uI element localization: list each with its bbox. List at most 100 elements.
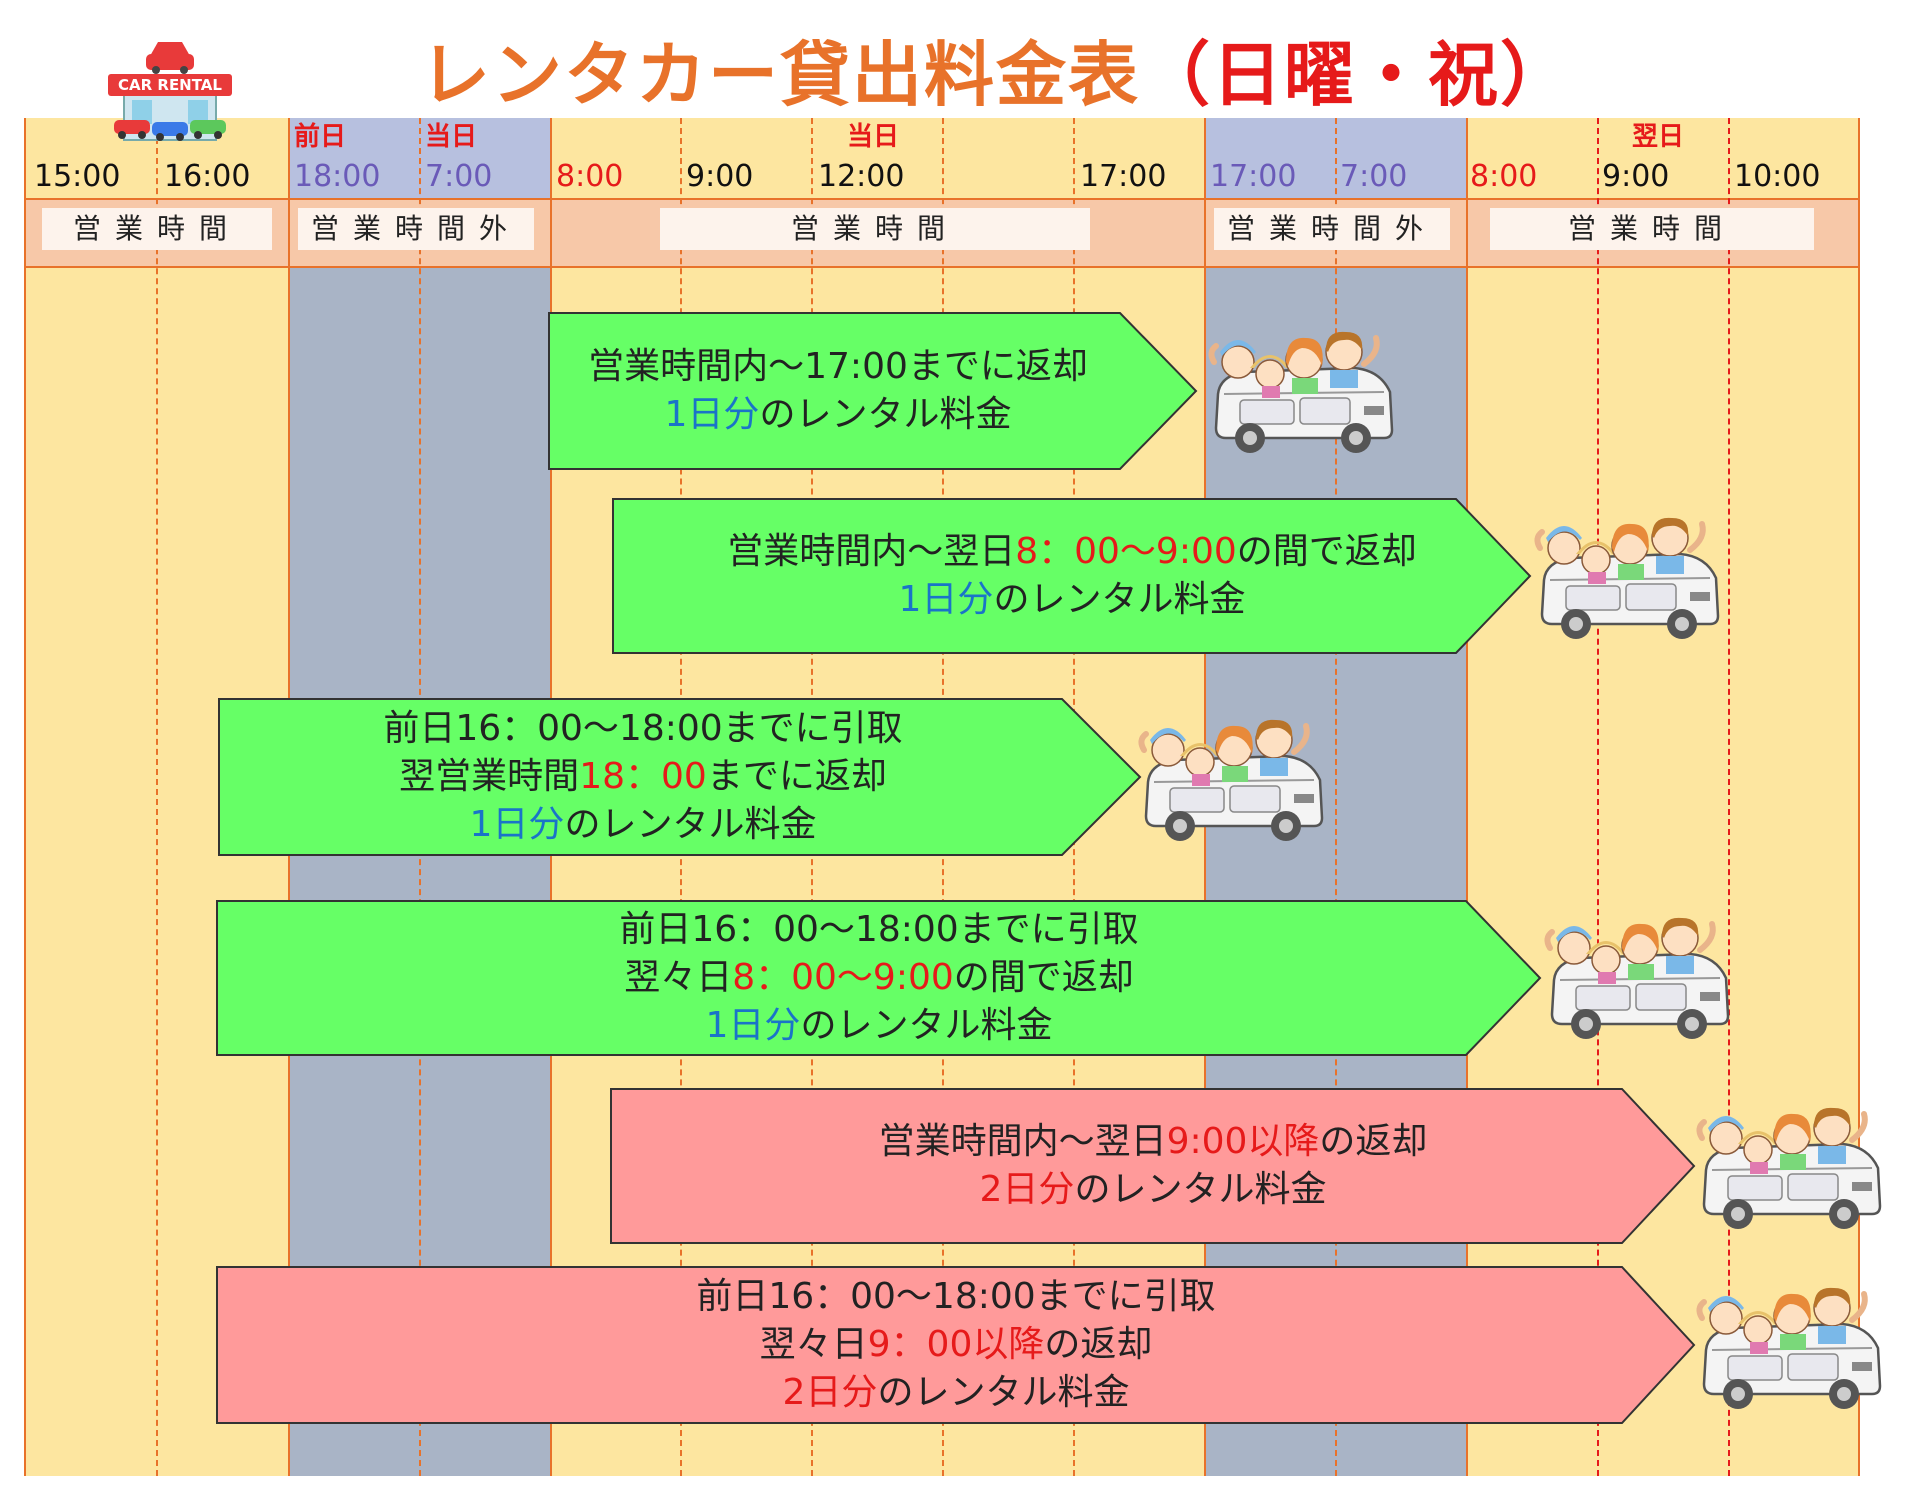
column-business-next <box>1466 118 1860 1476</box>
arrow-text-segment: 前日16：00～18:00までに引取 <box>383 708 903 749</box>
arrow-text-line: 翌営業時間18：00までに返却 <box>399 753 887 801</box>
arrow-text-line: 1日分のレンタル料金 <box>665 391 1012 439</box>
family-car-illustration <box>1530 508 1730 652</box>
arrow-text-segment: 2日分 <box>979 1169 1075 1210</box>
time-label: 10:00 <box>1734 159 1821 194</box>
hours-label-business: 営業時間 <box>1490 208 1814 250</box>
arrow-text-segment: の間で返却 <box>1236 531 1417 572</box>
arrow-text-line: 営業時間内～翌日9:00以降の返却 <box>879 1118 1428 1166</box>
arrow-text-line: 営業時間内～翌日8：00～9:00の間で返却 <box>727 528 1417 576</box>
time-label: 17:00 <box>1080 159 1167 194</box>
boundary-line <box>1858 118 1860 1476</box>
arrow-text-segment: の返却 <box>1319 1121 1428 1162</box>
family-car-illustration <box>1692 1278 1892 1422</box>
day-label-same-day: 当日 <box>425 122 478 152</box>
time-label: 16:00 <box>164 159 251 194</box>
arrow-text-line: 1日分のレンタル料金 <box>706 1002 1053 1050</box>
title-main: レンタカー貸出料金表 <box>420 34 1140 116</box>
boundary-line <box>1466 118 1468 1476</box>
time-label: 15:00 <box>34 159 121 194</box>
day-label-prev-day: 前日 <box>294 122 347 152</box>
hour-line <box>156 118 158 1476</box>
arrow-text-segment: のレンタル料金 <box>564 804 817 845</box>
family-car-illustration <box>1204 322 1404 466</box>
arrow-text-segment: 8：00～9:00 <box>1015 531 1237 572</box>
arrow-text-segment: 2日分 <box>782 1372 878 1413</box>
family-car-illustration <box>1134 710 1334 854</box>
arrow-text-segment: 18：00 <box>579 756 707 797</box>
hour-line-next-day <box>1728 118 1730 1476</box>
time-label: 7:00 <box>1340 159 1408 194</box>
time-label: 7:00 <box>425 159 493 194</box>
car-rental-logo: CAR RENTAL <box>108 42 232 141</box>
arrow-text-segment: 翌々日 <box>759 1324 868 1365</box>
arrow-text-line: 1日分のレンタル料金 <box>899 576 1246 624</box>
arrow-text-segment: までに返却 <box>706 756 887 797</box>
arrow-text-segment: 1日分 <box>898 579 994 620</box>
title-sub: （日曜・祝） <box>1140 34 1572 116</box>
boundary-line <box>24 118 26 1476</box>
family-car-illustration <box>1540 908 1740 1052</box>
arrow-text-line: 前日16：00～18:00までに引取 <box>383 705 902 753</box>
arrow-text-segment: 1日分 <box>664 394 760 435</box>
time-label: 8:00 <box>1470 159 1538 194</box>
arrow-text-segment: 前日16：00～18:00までに引取 <box>696 1276 1216 1317</box>
arrow-text-segment: 営業時間内～翌日 <box>727 531 1016 572</box>
day-label-next-day: 翌日 <box>1632 122 1685 152</box>
arrow-text-segment: 翌々日 <box>624 957 733 998</box>
arrow-text-line: 1日分のレンタル料金 <box>470 801 817 849</box>
arrow-text-line: 2日分のレンタル料金 <box>783 1369 1130 1417</box>
arrow-text-line: 翌々日8：00～9:00の間で返却 <box>624 954 1134 1002</box>
arrow-text-segment: のレンタル料金 <box>877 1372 1130 1413</box>
arrow-text-line: 営業時間内～17:00までに返却 <box>588 343 1088 391</box>
arrow-text-segment: の返却 <box>1044 1324 1153 1365</box>
hours-label-closed: 営業時間外 <box>1214 208 1450 250</box>
hours-label-business: 営業時間 <box>660 208 1090 250</box>
hours-label-business: 営業時間 <box>42 208 272 250</box>
time-label: 17:00 <box>1210 159 1297 194</box>
arrow-text-segment: 前日16：00～18:00までに引取 <box>619 909 1139 950</box>
arrow-text-segment: 営業時間内～翌日 <box>878 1121 1167 1162</box>
logo-text: CAR RENTAL <box>118 76 222 94</box>
time-label: 9:00 <box>686 159 754 194</box>
day-label-same-day-main: 当日 <box>847 122 900 152</box>
arrow-text-segment: 9：00以降 <box>867 1324 1045 1365</box>
arrow-text-segment: のレンタル料金 <box>800 1005 1053 1046</box>
family-car-illustration <box>1692 1098 1892 1242</box>
time-label: 18:00 <box>294 159 381 194</box>
arrow-text-segment: 8：00～9:00 <box>732 957 954 998</box>
arrow-text-segment: のレンタル料金 <box>759 394 1012 435</box>
arrow-text-segment: 1日分 <box>705 1005 801 1046</box>
time-label: 8:00 <box>556 159 624 194</box>
hour-line-next-day <box>1597 118 1599 1476</box>
arrow-text-line: 2日分のレンタル料金 <box>980 1166 1327 1214</box>
arrow-text-line: 前日16：00～18:00までに引取 <box>619 906 1138 954</box>
arrow-text-segment: のレンタル料金 <box>1074 1169 1327 1210</box>
arrow-text-line: 前日16：00～18:00までに引取 <box>696 1273 1215 1321</box>
page-title: レンタカー貸出料金表（日曜・祝） <box>420 30 1620 120</box>
arrow-text-segment: 9:00以降 <box>1166 1121 1320 1162</box>
time-label: 9:00 <box>1602 159 1670 194</box>
time-label: 12:00 <box>818 159 905 194</box>
arrow-text-segment: 1日分 <box>469 804 565 845</box>
arrow-text-segment: のレンタル料金 <box>993 579 1246 620</box>
arrow-text-segment: 営業時間内～17:00までに返却 <box>588 346 1088 387</box>
hours-label-closed: 営業時間外 <box>298 208 534 250</box>
arrow-text-segment: 翌営業時間 <box>399 756 580 797</box>
hour-line <box>1335 118 1337 1476</box>
arrow-text-line: 翌々日9：00以降の返却 <box>760 1321 1153 1369</box>
arrow-text-segment: の間で返却 <box>953 957 1134 998</box>
